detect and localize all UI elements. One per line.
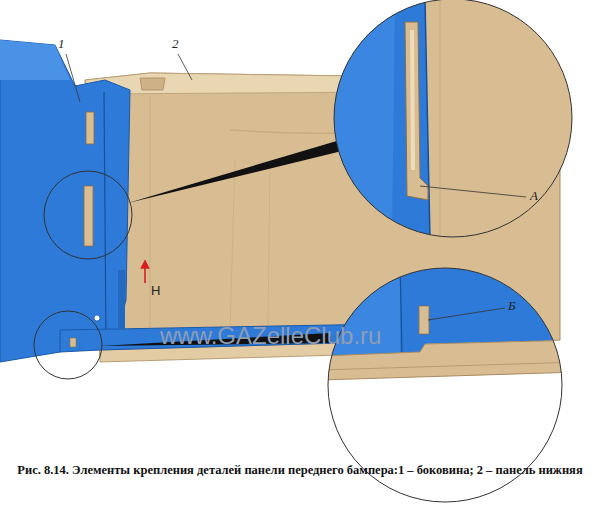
zoom-view-a (330, 0, 580, 240)
pointer-wedge (128, 140, 342, 203)
callout-letter: А (530, 188, 538, 204)
leader-line (66, 54, 526, 320)
direction-arrow (144, 264, 146, 283)
watermark: www.GAZelleClub.ru (160, 322, 381, 350)
detail-circle (34, 311, 102, 379)
callout-number: 1 (58, 36, 65, 52)
figure-caption: Рис. 8.14. Элементы крепления деталей па… (12, 462, 588, 478)
callout-letter: Б (508, 298, 516, 314)
direction-label: Н (151, 283, 160, 298)
detail-circle (44, 171, 132, 259)
callout-number: 2 (172, 36, 179, 52)
